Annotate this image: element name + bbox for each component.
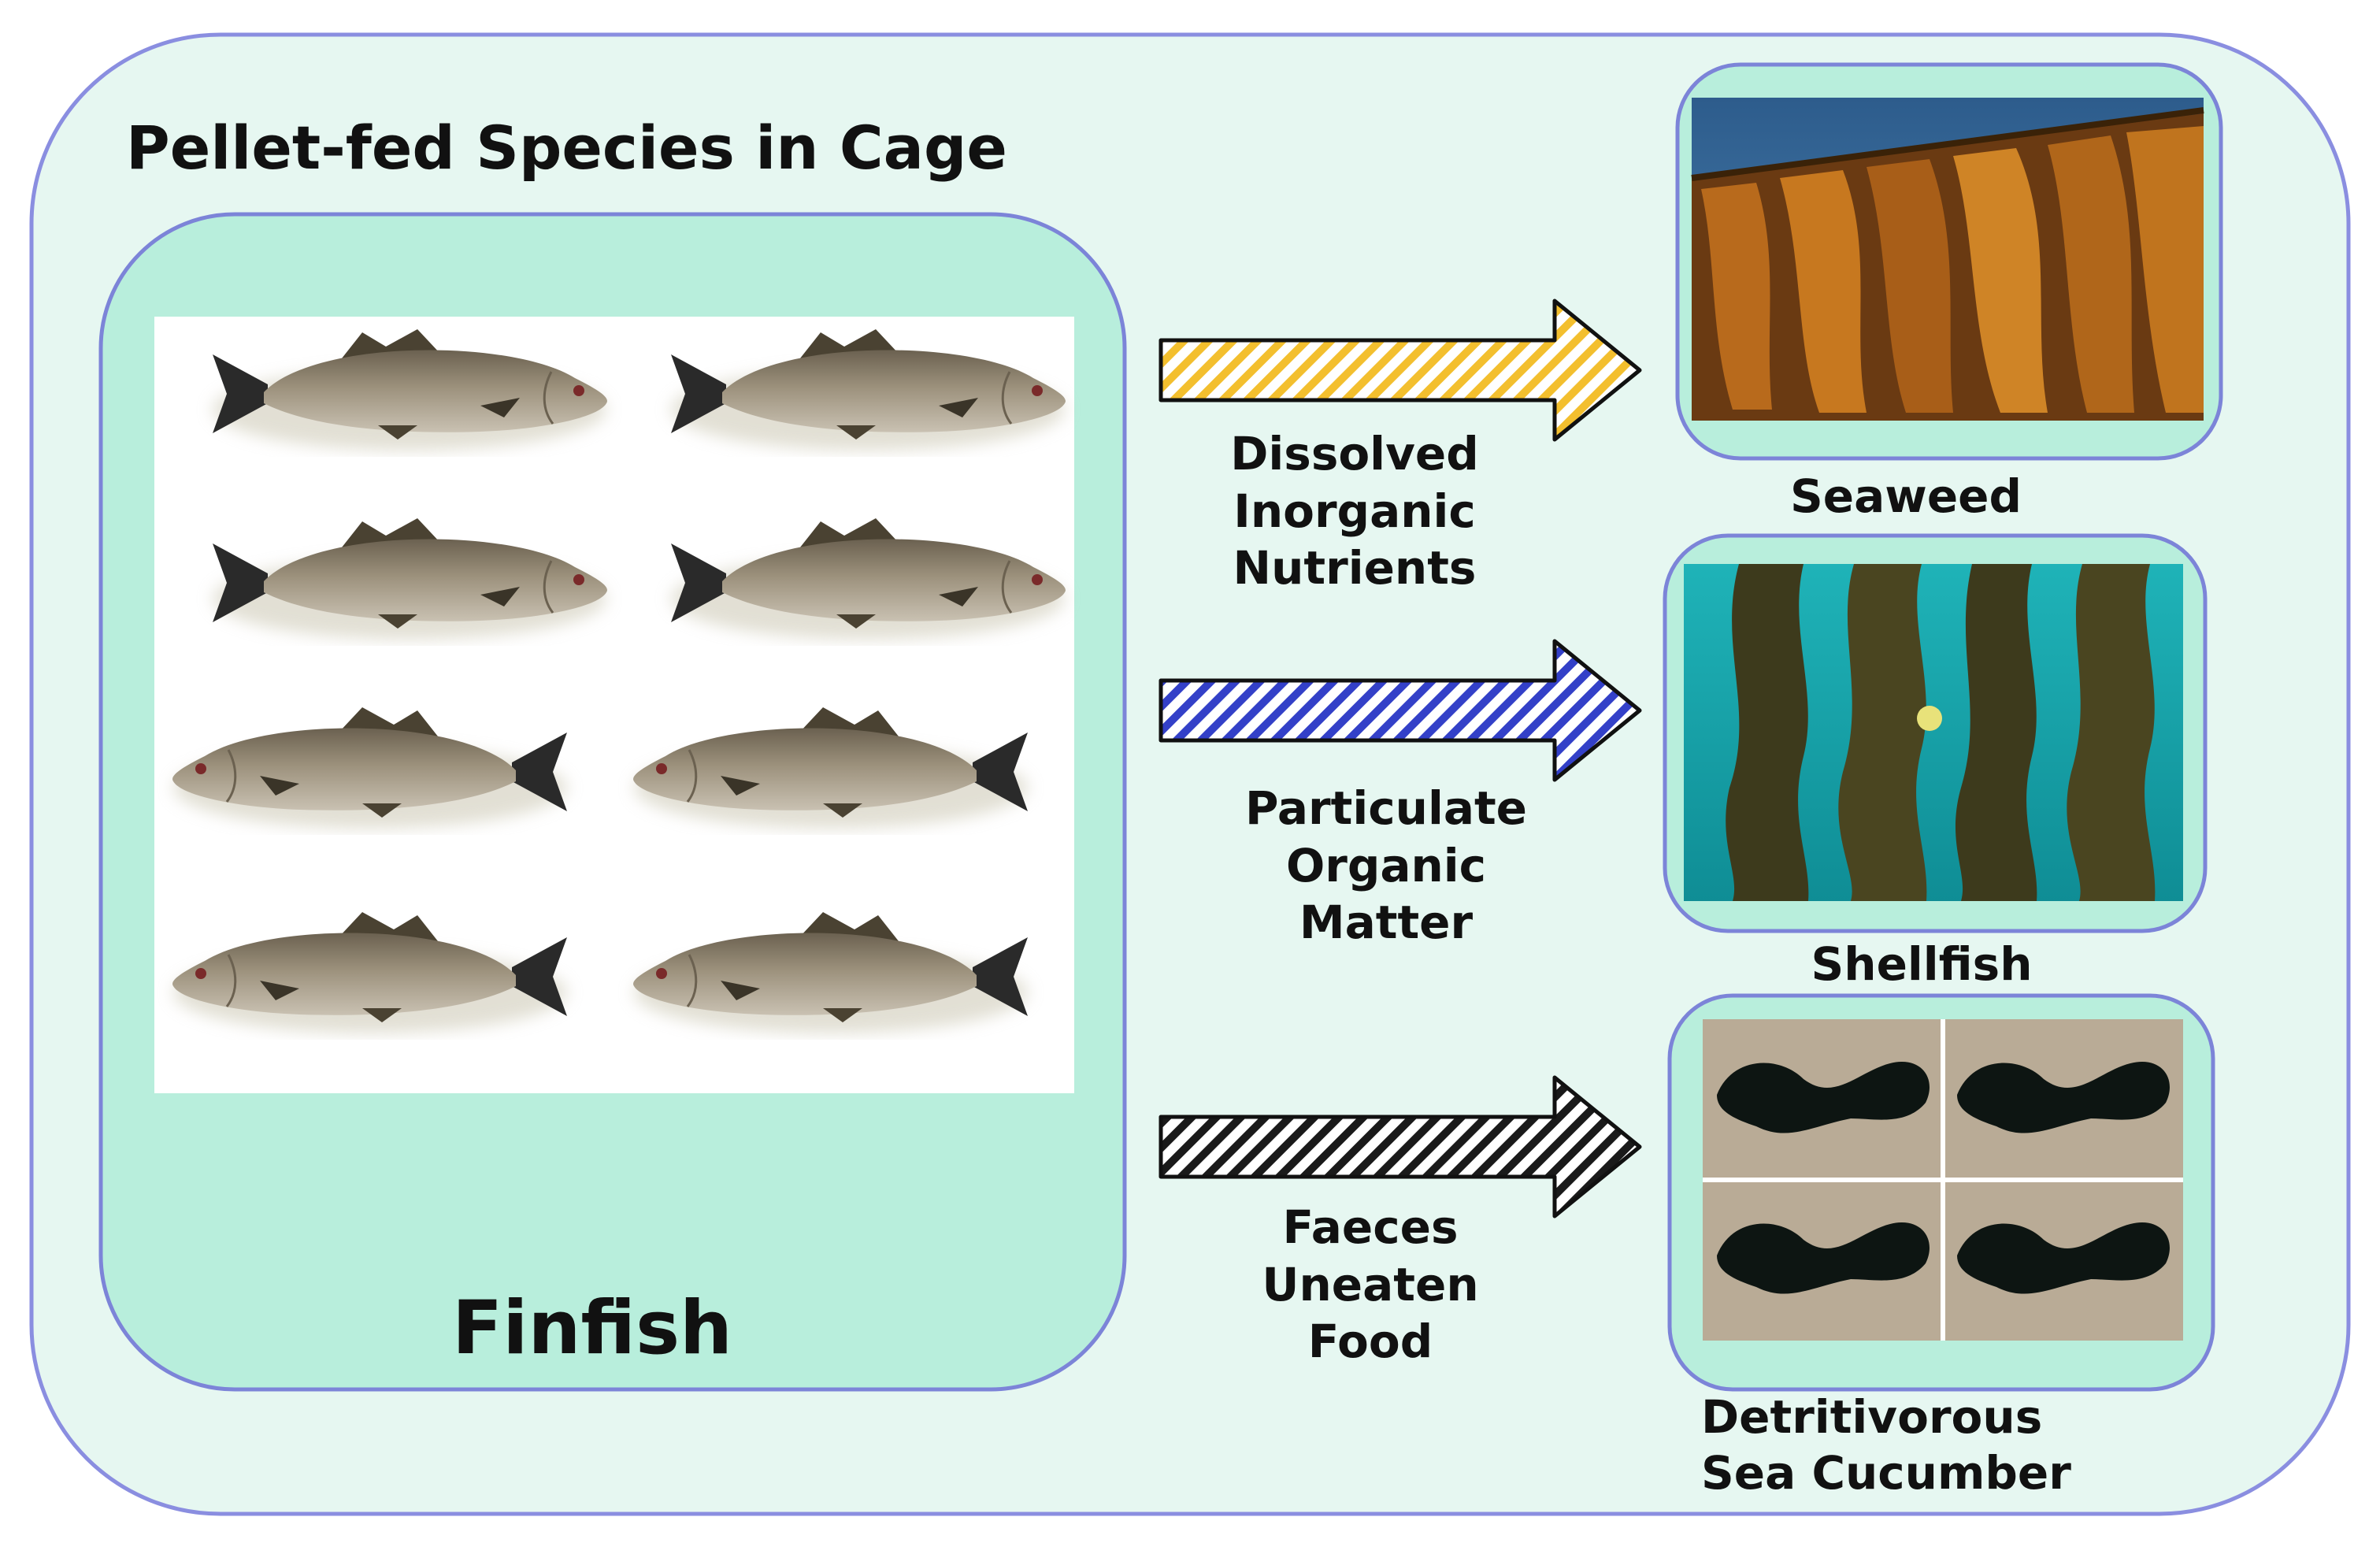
diagram-title: Pellet-fed Species in Cage bbox=[126, 113, 1007, 183]
flow-text-line: Matter bbox=[1299, 896, 1474, 949]
flow-text-line: Inorganic bbox=[1233, 484, 1476, 538]
sea-cucumber-label: Detritivorous Sea Cucumber bbox=[1701, 1389, 2205, 1501]
dissolved-nutrients-arrow bbox=[1158, 299, 1642, 442]
sea-cucumber-photo bbox=[1703, 1019, 2183, 1341]
flow-text-line: Organic bbox=[1285, 838, 1487, 892]
finfish-label: Finfish bbox=[452, 1285, 732, 1371]
flow-text-line: Faeces bbox=[1282, 1200, 1459, 1254]
finfish-photo bbox=[154, 317, 1074, 1093]
flow-text-line: Uneaten bbox=[1262, 1257, 1479, 1311]
seaweed-photo bbox=[1691, 98, 2204, 421]
flow-text-line: Particulate bbox=[1244, 781, 1528, 835]
flow-text-line: Food bbox=[1307, 1315, 1433, 1368]
faeces-food-label: Faeces Uneaten Food bbox=[1197, 1199, 1544, 1371]
particulate-matter-arrow bbox=[1158, 639, 1642, 782]
particulate-matter-label: Particulate Organic Matter bbox=[1197, 780, 1575, 951]
shellfish-label: Shellfish bbox=[1811, 937, 2033, 991]
faeces-food-arrow bbox=[1158, 1075, 1642, 1218]
sea-cucumber-label-line: Sea Cucumber bbox=[1701, 1445, 2071, 1500]
flow-text-line: Nutrients bbox=[1233, 541, 1477, 595]
shellfish-photo bbox=[1684, 564, 2183, 901]
dissolved-nutrients-label: Dissolved Inorganic Nutrients bbox=[1173, 425, 1536, 597]
seaweed-label: Seaweed bbox=[1789, 469, 2022, 523]
sea-cucumber-label-line: Detritivorous bbox=[1701, 1390, 2043, 1444]
flow-text-line: Dissolved bbox=[1230, 427, 1479, 480]
